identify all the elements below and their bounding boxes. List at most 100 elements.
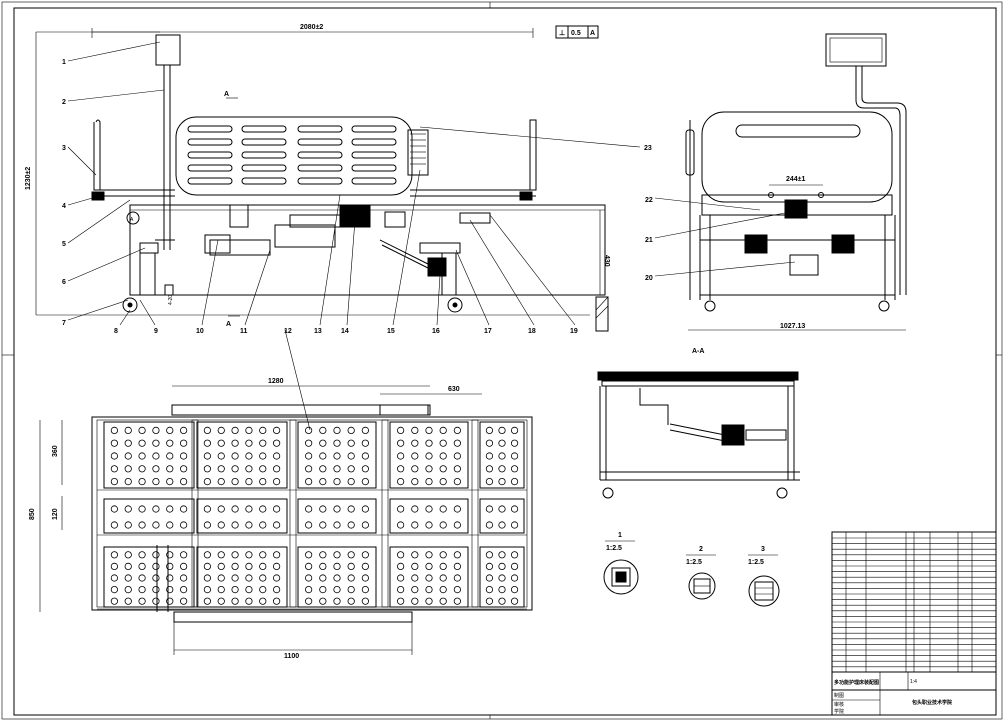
hole bbox=[245, 521, 253, 529]
hole bbox=[411, 505, 419, 513]
hole bbox=[180, 477, 188, 486]
dim-caster-offset: 4-20 bbox=[168, 295, 174, 305]
callout-5: 5 bbox=[62, 241, 66, 248]
hole bbox=[425, 521, 433, 529]
hole bbox=[319, 585, 327, 594]
callout-12: 12 bbox=[284, 328, 292, 335]
panel-slot bbox=[241, 138, 287, 146]
hole bbox=[124, 574, 132, 582]
hole bbox=[305, 439, 313, 447]
hole bbox=[305, 477, 313, 486]
detail-2-scale: 1:2.5 bbox=[686, 559, 702, 566]
hole bbox=[138, 426, 146, 434]
tolerance-frame bbox=[555, 25, 599, 39]
panel-slot bbox=[187, 151, 233, 159]
hole bbox=[180, 521, 188, 529]
hole bbox=[411, 521, 419, 529]
hole bbox=[453, 551, 461, 559]
hole bbox=[217, 551, 225, 559]
hole bbox=[498, 477, 506, 486]
panel-slot bbox=[187, 164, 233, 172]
plan-panel bbox=[103, 421, 195, 489]
hole bbox=[498, 562, 506, 571]
hole bbox=[411, 452, 419, 460]
hole bbox=[138, 562, 146, 571]
hole bbox=[439, 574, 447, 582]
hole bbox=[259, 585, 267, 594]
hole bbox=[333, 505, 341, 513]
hole bbox=[439, 521, 447, 529]
hole bbox=[347, 426, 355, 434]
hole bbox=[425, 465, 433, 473]
hole bbox=[259, 574, 267, 582]
hole bbox=[259, 452, 267, 460]
inner-border bbox=[13, 7, 997, 716]
hole bbox=[217, 465, 225, 473]
hole bbox=[305, 505, 313, 513]
hole bbox=[333, 574, 341, 582]
callout-9: 9 bbox=[154, 328, 158, 335]
hole bbox=[231, 505, 239, 513]
hole bbox=[347, 505, 355, 513]
hole bbox=[203, 477, 211, 486]
hole bbox=[510, 574, 519, 582]
hole bbox=[425, 551, 433, 559]
hole bbox=[152, 551, 160, 559]
hole bbox=[110, 439, 118, 447]
hole bbox=[245, 585, 253, 594]
hole bbox=[453, 562, 461, 571]
hole bbox=[498, 597, 506, 605]
plan-panel bbox=[479, 498, 525, 534]
hole bbox=[439, 426, 447, 434]
hole bbox=[152, 477, 160, 486]
hole bbox=[245, 562, 253, 571]
hole bbox=[152, 505, 160, 513]
hole bbox=[498, 439, 506, 447]
plan-panel bbox=[196, 546, 288, 608]
hole bbox=[245, 452, 253, 460]
hole bbox=[217, 477, 225, 486]
hole bbox=[411, 597, 419, 605]
hole bbox=[217, 574, 225, 582]
hole bbox=[411, 562, 419, 571]
hole bbox=[498, 551, 506, 559]
hole bbox=[453, 505, 461, 513]
hole bbox=[152, 597, 160, 605]
hole bbox=[124, 426, 132, 434]
hole bbox=[203, 452, 211, 460]
hole bbox=[166, 439, 174, 447]
callout-11: 11 bbox=[240, 328, 248, 335]
plan-panel bbox=[103, 498, 195, 534]
hole bbox=[138, 574, 146, 582]
hole bbox=[110, 477, 118, 486]
dim-side-right: 430 bbox=[603, 255, 610, 267]
hole bbox=[231, 562, 239, 571]
hole bbox=[361, 452, 369, 460]
panel-slot bbox=[351, 151, 397, 159]
hole bbox=[217, 562, 225, 571]
callout-2: 2 bbox=[62, 99, 66, 106]
hole bbox=[498, 465, 506, 473]
hole bbox=[245, 465, 253, 473]
hole bbox=[217, 585, 225, 594]
dim-plan-seg: 630 bbox=[448, 386, 460, 393]
hole bbox=[166, 521, 174, 529]
hole bbox=[203, 505, 211, 513]
hole bbox=[305, 426, 313, 434]
hole bbox=[361, 562, 369, 571]
hole bbox=[498, 574, 506, 582]
hole bbox=[333, 585, 341, 594]
hole bbox=[453, 597, 461, 605]
hole bbox=[217, 521, 225, 529]
hole bbox=[152, 439, 160, 447]
side-panel bbox=[175, 116, 413, 196]
plan-panel bbox=[103, 546, 195, 608]
mattress-frame bbox=[91, 416, 533, 611]
hole bbox=[485, 551, 494, 559]
front-caster-left bbox=[704, 300, 716, 312]
hole bbox=[485, 439, 494, 447]
hole bbox=[138, 597, 146, 605]
panel-slot bbox=[187, 138, 233, 146]
